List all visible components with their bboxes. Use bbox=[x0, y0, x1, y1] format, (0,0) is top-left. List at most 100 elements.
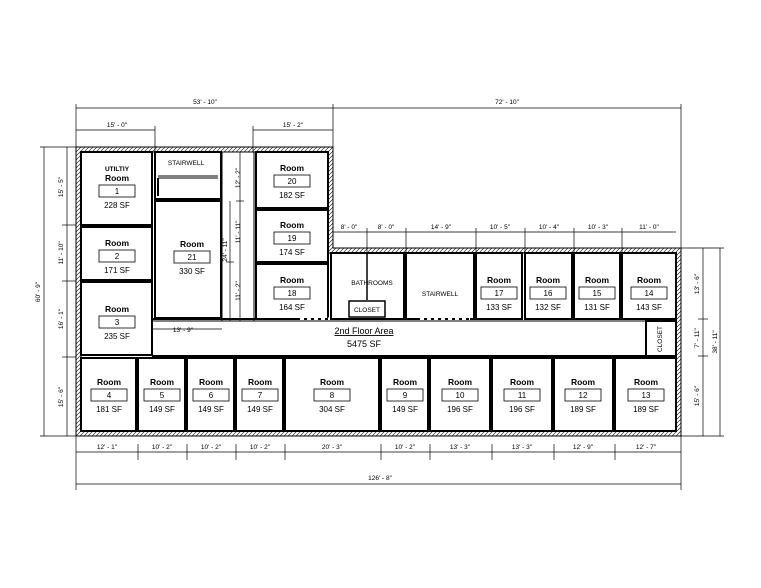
room-number: 2 bbox=[115, 252, 120, 261]
room-title: Room bbox=[97, 377, 122, 387]
room-title: Room bbox=[510, 377, 535, 387]
dim-corridor-2: 8' - 0" bbox=[378, 224, 395, 231]
room-area: 149 SF bbox=[198, 405, 224, 414]
floor-area-title: 2nd Floor Area bbox=[334, 326, 393, 336]
room-title: Room bbox=[571, 377, 596, 387]
dim-left-3: 16' - 1" bbox=[58, 308, 65, 329]
room-area: 235 SF bbox=[104, 332, 130, 341]
dim-hall-width: 13' - 9" bbox=[173, 327, 194, 334]
dim-bottom-2: 10' - 2" bbox=[152, 444, 173, 451]
room-title: Room bbox=[280, 275, 305, 285]
room-number-box bbox=[273, 174, 311, 188]
room-title: Room bbox=[585, 275, 610, 285]
floor-area-value: 5475 SF bbox=[347, 339, 382, 349]
dim-stair-height-a: 12' - 2" bbox=[235, 167, 242, 188]
room-number-box bbox=[173, 250, 211, 264]
room-number-box bbox=[98, 315, 136, 329]
room-title: Room bbox=[634, 377, 659, 387]
room-number: 17 bbox=[495, 289, 504, 298]
room-area: 143 SF bbox=[636, 303, 662, 312]
room-area: 304 SF bbox=[319, 405, 345, 414]
room-area: 196 SF bbox=[447, 405, 473, 414]
dim-bottom-10: 12' - 7" bbox=[636, 444, 657, 451]
room-number-box bbox=[578, 286, 616, 300]
dim-bottom-5: 20' - 3" bbox=[322, 444, 343, 451]
room-number-box bbox=[273, 286, 311, 300]
special-labels: STAIRWELL STAIRWELL BATHROOMS CLOSET CLO… bbox=[105, 160, 664, 352]
room-number-box bbox=[98, 249, 136, 263]
room-number-box bbox=[90, 388, 128, 402]
room-number-box bbox=[503, 388, 541, 402]
room-number: 1 bbox=[115, 187, 120, 196]
room-label-7: Room 7 149 SF bbox=[241, 377, 279, 414]
room-title: Room bbox=[180, 239, 205, 249]
stairwell-left-label: STAIRWELL bbox=[168, 160, 205, 167]
dim-corridor-5: 10' - 4" bbox=[539, 224, 560, 231]
dim-bottom-3: 10' - 2" bbox=[201, 444, 222, 451]
dim-corridor-7: 11' - 0" bbox=[639, 224, 659, 231]
room-number-box bbox=[564, 388, 602, 402]
room-title: Room bbox=[536, 275, 561, 285]
dim-top-left-sub: 15' - 0" bbox=[107, 122, 128, 129]
room-area: 182 SF bbox=[279, 191, 305, 200]
bathrooms-label: BATHROOMS bbox=[351, 280, 393, 287]
closet-bath-label: CLOSET bbox=[354, 307, 380, 314]
room-title: Room bbox=[280, 163, 305, 173]
room-number-box bbox=[241, 388, 279, 402]
room-title: Room bbox=[448, 377, 473, 387]
room-area: 133 SF bbox=[486, 303, 512, 312]
room-number-box bbox=[192, 388, 230, 402]
dimension-lines bbox=[40, 104, 724, 490]
room-area: 189 SF bbox=[570, 405, 596, 414]
room-area: 196 SF bbox=[509, 405, 535, 414]
room-number: 6 bbox=[209, 391, 214, 400]
dim-bottom-total: 126' - 8" bbox=[368, 475, 392, 482]
room-area: 149 SF bbox=[247, 405, 273, 414]
dim-col-height-a: 11' - 11" bbox=[235, 220, 242, 244]
room-number: 7 bbox=[258, 391, 263, 400]
room-number: 5 bbox=[160, 391, 165, 400]
dim-bottom-7: 13' - 3" bbox=[450, 444, 471, 451]
dim-bottom-9: 12' - 9" bbox=[573, 444, 594, 451]
room-title: Room bbox=[637, 275, 662, 285]
dim-left-1: 15' - 5" bbox=[58, 176, 65, 197]
room-number-box bbox=[273, 231, 311, 245]
room-area: 189 SF bbox=[633, 405, 659, 414]
room-number: 10 bbox=[456, 391, 465, 400]
room-title: Room bbox=[199, 377, 224, 387]
room-number: 11 bbox=[518, 391, 527, 400]
dim-right-1: 13' - 6" bbox=[694, 273, 701, 294]
room-number: 16 bbox=[544, 289, 553, 298]
dim-bottom-1: 12' - 1" bbox=[97, 444, 118, 451]
room-label-10: Room 10 196 SF bbox=[441, 377, 479, 414]
closet-right-label: CLOSET bbox=[657, 326, 664, 352]
room-number: 4 bbox=[107, 391, 112, 400]
room-title: Room bbox=[280, 220, 305, 230]
room-title: Room bbox=[248, 377, 273, 387]
room-number: 14 bbox=[645, 289, 654, 298]
room-area: 171 SF bbox=[104, 266, 130, 275]
dim-corridor-6: 10' - 3" bbox=[588, 224, 609, 231]
room-number: 3 bbox=[115, 318, 120, 327]
room-number-box bbox=[98, 184, 136, 198]
room-area: 174 SF bbox=[279, 248, 305, 257]
dim-corridor-1: 8' - 0" bbox=[341, 224, 358, 231]
room-area: 164 SF bbox=[279, 303, 305, 312]
dim-left-2: 11' - 10" bbox=[58, 241, 65, 265]
room-number-box bbox=[627, 388, 665, 402]
room-number: 12 bbox=[579, 391, 588, 400]
room-number-box bbox=[386, 388, 424, 402]
room-number: 8 bbox=[330, 391, 335, 400]
room-number: 15 bbox=[593, 289, 602, 298]
